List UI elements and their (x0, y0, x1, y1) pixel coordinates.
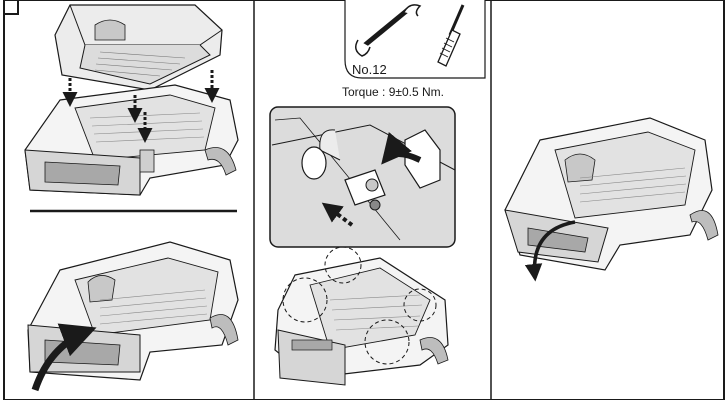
torque-driver-icon (437, 4, 465, 67)
panel-tailgate-open (504, 117, 719, 282)
truck-bed-illustration (24, 84, 239, 196)
truck-bed-overview (274, 246, 449, 386)
detail-circle-icon (282, 246, 437, 365)
push-arrow-icon (321, 202, 354, 227)
step-number-box (3, 0, 19, 15)
page-frame (3, 0, 725, 400)
wrench-icon (355, 4, 422, 57)
swing-arrow-icon (31, 323, 97, 392)
tool-size-label: No.12 (352, 62, 387, 77)
clamp-bracket (344, 169, 386, 206)
push-arrow-icon (62, 70, 220, 143)
swing-arrow-icon (524, 220, 576, 282)
clip-part (404, 129, 441, 189)
push-arrow-icon (381, 131, 422, 165)
tool-callout: No.12 (344, 0, 486, 79)
panel-tailgate-close (27, 241, 239, 392)
detail-zoom-box (269, 106, 456, 248)
torque-spec-label: Torque : 9±0.5 Nm. (342, 85, 444, 99)
wheel-arch (204, 147, 237, 176)
panel-liner-install (24, 4, 239, 196)
bed-liner-illustration (54, 4, 223, 91)
